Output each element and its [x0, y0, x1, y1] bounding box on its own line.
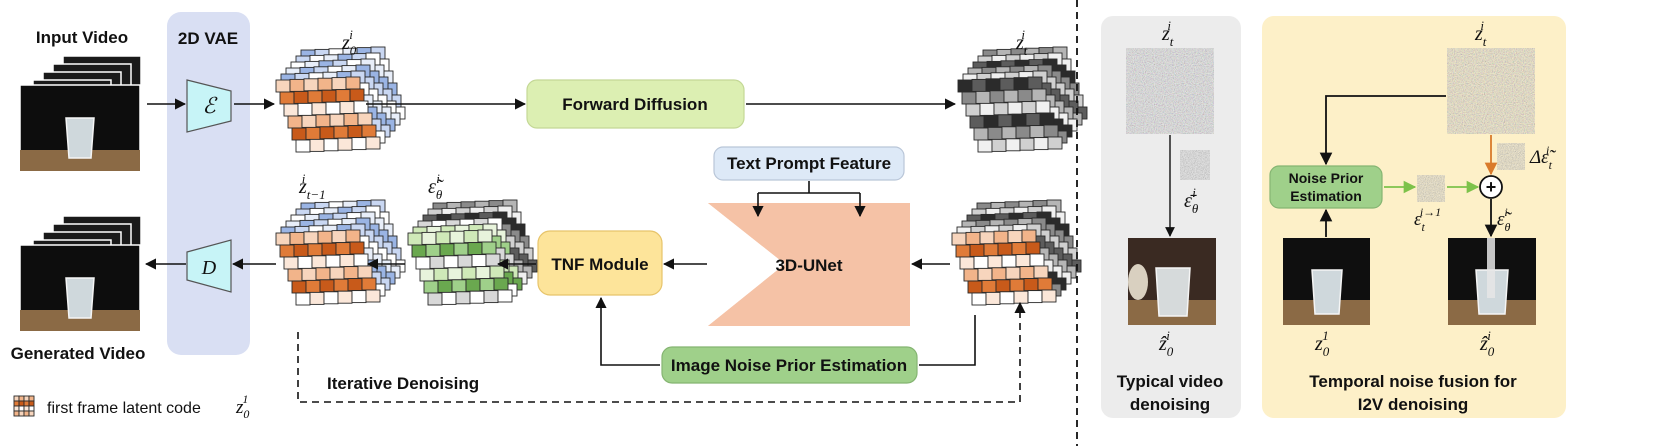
iterative-denoising-label: Iterative Denoising: [327, 374, 479, 393]
latent-zt1-grid: [275, 199, 406, 306]
generated-video-frames: [19, 215, 142, 332]
mid-title-line2: denoising: [1130, 395, 1210, 414]
right-z01-label: z01: [1314, 328, 1330, 359]
text-prompt-box: [713, 146, 905, 181]
decoder-block: [186, 239, 232, 293]
noise-prior-line2: Estimation: [1290, 188, 1362, 204]
noise-prior-box: [1269, 165, 1383, 209]
legend-label: first frame latent code: [47, 400, 201, 417]
right-noise-patch-prior: [1417, 175, 1445, 202]
right-output-frame: [1448, 238, 1536, 325]
tnf-module-box: [537, 230, 663, 296]
left-arrows: [144, 98, 1026, 403]
right-arrows: [1319, 95, 1498, 238]
right-zt-label: zti: [1474, 18, 1487, 49]
legend-z-label: z01: [235, 392, 249, 421]
mid-noisy-frame: [1126, 48, 1214, 134]
inpe-label: Image Noise Prior Estimation: [671, 356, 907, 375]
mid-eps-label: ε̄θi: [1184, 185, 1199, 216]
encoder-block: [186, 79, 232, 133]
latent-zt-grid: [957, 46, 1088, 153]
forward-diffusion-box: [526, 79, 745, 129]
noise-prior-line1: Noise Prior: [1289, 170, 1364, 186]
mid-title-line1: Typical video: [1117, 372, 1223, 391]
vae-panel: [167, 12, 250, 355]
right-z0hat-label: ẑ0i: [1479, 328, 1495, 359]
fusion-plus-circle: [1479, 175, 1503, 199]
generated-video-label: Generated Video: [11, 344, 146, 363]
forward-diffusion-label: Forward Diffusion: [562, 95, 707, 114]
encoder-symbol: ℰ: [202, 93, 218, 118]
unet-label: 3D-UNet: [775, 256, 842, 275]
input-video-frames: [19, 55, 142, 172]
legend-swatch: [13, 395, 35, 417]
zt-label: zti: [1015, 27, 1028, 58]
text-prompt-label: Text Prompt Feature: [727, 154, 891, 173]
unet-input-grid: [951, 199, 1082, 306]
eps-prior-label: εti→1: [1414, 205, 1441, 234]
input-video-label: Input Video: [36, 28, 128, 47]
decoder-symbol: D: [201, 257, 217, 279]
noise-eps-grid: [407, 199, 538, 306]
right-noisy-frame: [1447, 48, 1535, 134]
z0-label: z0i: [341, 27, 357, 58]
unet-block-right: [708, 203, 910, 326]
fusion-plus-symbol: +: [1486, 177, 1497, 197]
mid-denoised-frame: [1128, 238, 1216, 325]
latent-z0-grid: [275, 46, 406, 153]
mid-z0hat-label: ẑ0i: [1158, 328, 1174, 359]
right-title-line1: Temporal noise fusion for: [1309, 372, 1517, 391]
right-first-frame: [1283, 238, 1370, 325]
mid-zt-label: zti: [1161, 18, 1174, 49]
mid-noise-patch: [1180, 150, 1210, 180]
vae-label: 2D VAE: [178, 29, 238, 48]
right-noise-patch-delta: [1497, 143, 1525, 170]
right-title-line2: I2V denoising: [1358, 395, 1469, 414]
inpe-box: [661, 346, 918, 384]
zt1-label: zt−1i: [298, 171, 326, 202]
tnf-module-label: TNF Module: [551, 255, 648, 274]
eps-left-label: ε̃θi: [428, 171, 444, 202]
